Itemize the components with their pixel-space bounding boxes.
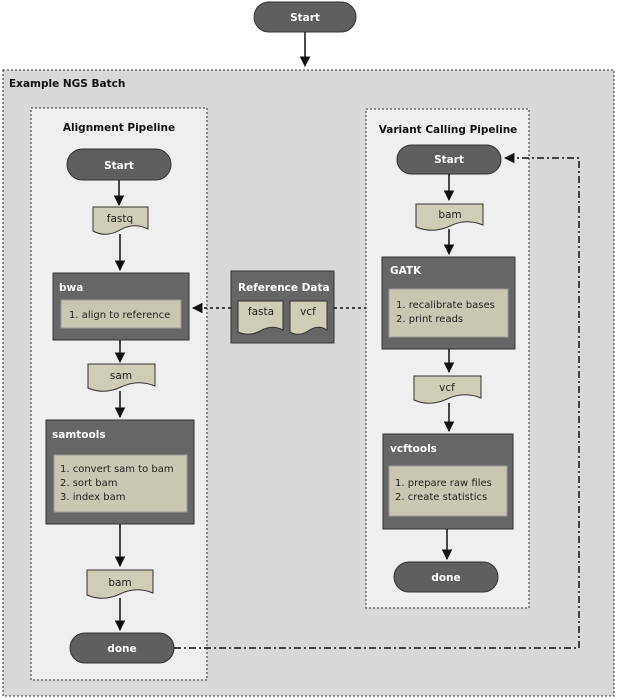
gatk-title: GATK: [390, 265, 422, 277]
fastq-file-label: fastq: [107, 213, 133, 225]
fasta-file-label: fasta: [248, 306, 274, 318]
bam-input-file-label: bam: [438, 209, 461, 221]
bwa-step-1: 1. align to reference: [69, 310, 170, 321]
variant-pipeline-title: Variant Calling Pipeline: [379, 124, 518, 136]
samtools-step-2: 2. sort bam: [60, 478, 117, 489]
samtools-step-1: 1. convert sam to bam: [60, 464, 174, 475]
sam-file-label: sam: [110, 370, 132, 382]
bam-input-file[interactable]: [415, 203, 484, 231]
sam-file[interactable]: [87, 363, 156, 392]
vcftools-step-1: 1. prepare raw files: [395, 478, 492, 489]
gatk-steps-panel: [388, 288, 509, 338]
bwa-steps-panel: [60, 299, 182, 329]
samtools-step-3: 3. index bam: [60, 492, 125, 503]
alignment-done-label: done: [107, 643, 136, 655]
gatk-step-1: 1. recalibrate bases: [396, 300, 495, 311]
fastq-file[interactable]: [92, 206, 149, 235]
vcf-reference-file-label: vcf: [300, 306, 316, 318]
vcf-output-file[interactable]: [413, 375, 482, 404]
samtools-steps-panel: [53, 454, 188, 513]
vcftools-step-2: 2. create statistics: [395, 492, 487, 503]
vcftools-steps-panel: [388, 465, 508, 517]
variant-start-label: Start: [434, 154, 464, 166]
samtools-title: samtools: [52, 429, 106, 441]
bwa-title: bwa: [59, 282, 83, 294]
fasta-file[interactable]: [237, 300, 284, 335]
bam-output-file-label: bam: [108, 577, 131, 589]
batch-label: Example NGS Batch: [9, 78, 125, 90]
batch-start-label: Start: [290, 12, 320, 24]
variant-done-label: done: [431, 572, 460, 584]
alignment-start-label: Start: [104, 160, 134, 172]
variant-done-node[interactable]: [393, 561, 499, 593]
alignment-pipeline-title: Alignment Pipeline: [63, 122, 175, 134]
gatk-step-2: 2. print reads: [396, 314, 463, 325]
alignment-to-variant-connector: [174, 152, 580, 649]
bam-output-file[interactable]: [86, 569, 154, 599]
vcftools-title: vcftools: [390, 443, 437, 455]
vcf-output-file-label: vcf: [439, 382, 455, 394]
vcf-reference-file[interactable]: [289, 300, 328, 335]
reference-data-title: Reference Data: [238, 282, 330, 294]
